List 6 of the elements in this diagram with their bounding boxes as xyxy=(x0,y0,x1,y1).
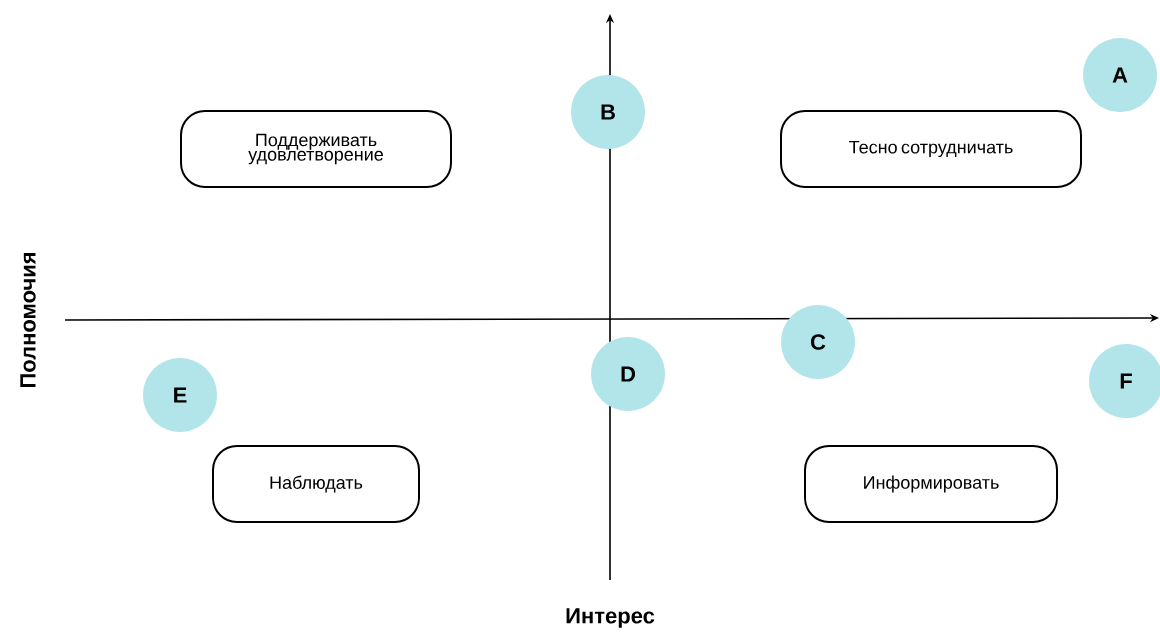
axis-label: Полномочия xyxy=(20,252,36,388)
strategy-box: Информировать xyxy=(804,445,1058,523)
axis-label: Интерес xyxy=(566,608,655,628)
strategy-box: Тесно сотрудничать xyxy=(780,110,1082,188)
strategy-box: Поддерживать удовлетворение xyxy=(180,110,452,188)
strategy-box: Наблюдать xyxy=(212,445,420,523)
